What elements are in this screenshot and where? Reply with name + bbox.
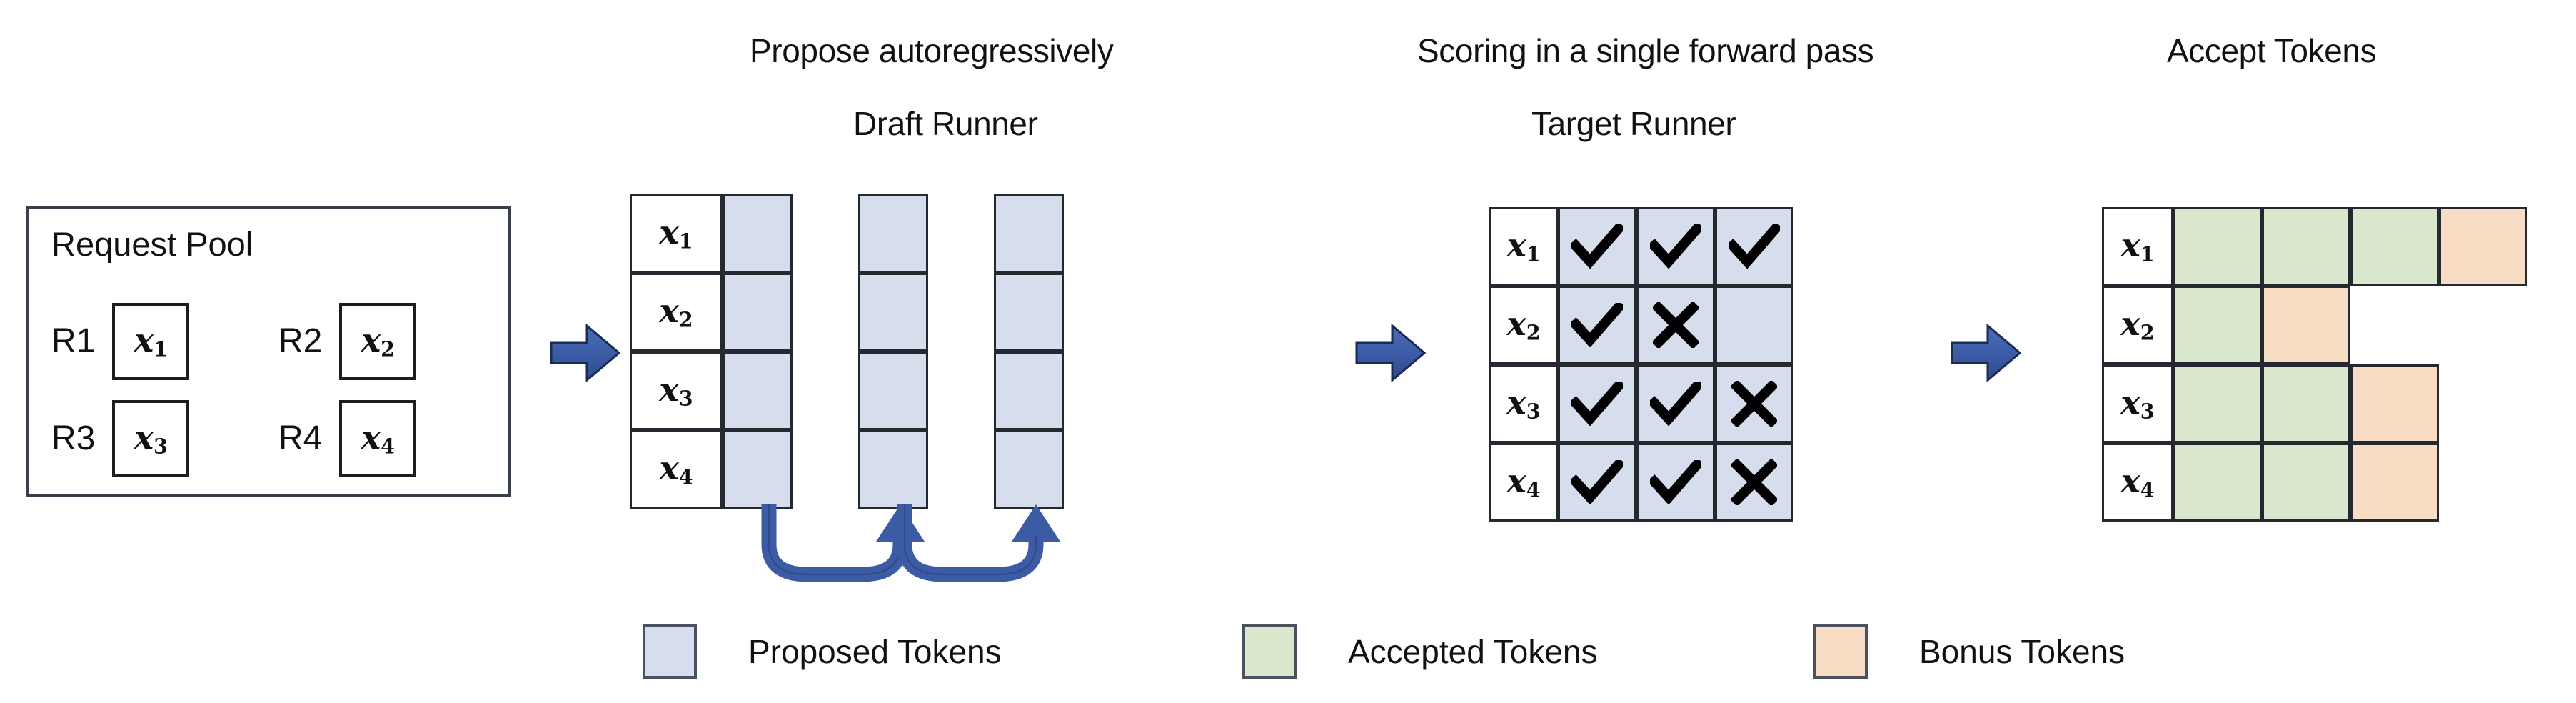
- request-label-r1: R1: [51, 322, 96, 360]
- draft-proposed-cell-s2-r1: [858, 194, 928, 273]
- accept-cell-r1-c1: [2173, 207, 2262, 286]
- target-cell-r2-c1: [1558, 286, 1636, 364]
- draft-proposed-cell-s1-r1: [723, 194, 793, 273]
- request-token-box-r4: x4: [339, 400, 417, 477]
- token-x1: x1: [134, 321, 168, 362]
- cross-icon: [1717, 445, 1791, 519]
- draft-proposed-cell-s1-r4: [723, 430, 793, 509]
- draft-row-label-x4: x4: [630, 430, 723, 509]
- request-token-box-r1: x1: [112, 303, 190, 380]
- draft-proposed-cell-s1-r3: [723, 352, 793, 430]
- check-icon: [1639, 209, 1713, 284]
- check-icon: [1639, 367, 1713, 441]
- draft-proposed-cell-s3-r1: [994, 194, 1064, 273]
- draft-proposed-cell-s3-r2: [994, 273, 1064, 352]
- accept-cell-r1-c4-bonus: [2439, 207, 2527, 286]
- accept-cell-r3-c2: [2262, 364, 2350, 443]
- target-cell-r1-c3: [1715, 207, 1793, 286]
- target-cell-r3-c2: [1636, 364, 1715, 443]
- request-label-r3: R3: [51, 419, 96, 457]
- check-icon: [1560, 209, 1634, 284]
- target-cell-r2-c3-empty: [1715, 286, 1793, 364]
- draft-proposed-cell-s1-r2: [723, 273, 793, 352]
- target-cell-r2-c2: [1636, 286, 1715, 364]
- legend-label-accepted: Accepted Tokens: [1348, 633, 1598, 670]
- target-row-label-x2: x2: [1489, 286, 1558, 364]
- accept-row-label-x2: x2: [2102, 286, 2173, 364]
- legend-item-bonus-tokens: Bonus Tokens: [1813, 624, 2125, 679]
- accept-cell-r1-c2: [2262, 207, 2350, 286]
- accept-row-label-x1: x1: [2102, 207, 2173, 286]
- request-item-r4: R4 x4: [278, 400, 417, 477]
- request-token-box-r2: x2: [339, 303, 417, 380]
- accept-cell-r4-c1: [2173, 443, 2262, 522]
- request-pool-title: Request Pool: [51, 225, 253, 263]
- accept-row-label-x3: x3: [2102, 364, 2173, 443]
- flow-arrow-icon-1: [550, 323, 621, 383]
- target-row-label-x3: x3: [1489, 364, 1558, 443]
- target-cell-r4-c1: [1558, 443, 1636, 522]
- target-cell-r3-c3: [1715, 364, 1793, 443]
- request-label-r2: R2: [278, 322, 323, 360]
- target-row-label-x1: x1: [1489, 207, 1558, 286]
- token-x2: x2: [361, 321, 395, 362]
- request-token-box-r3: x3: [112, 400, 190, 477]
- draft-row-label-x3: x3: [630, 352, 723, 430]
- legend-swatch-accepted: [1242, 624, 1297, 679]
- legend-item-accepted-tokens: Accepted Tokens: [1242, 624, 1598, 679]
- heading-accept-tokens: Accept Tokens: [2167, 32, 2377, 69]
- draft-proposed-cell-s2-r4: [858, 430, 928, 509]
- cross-icon: [1639, 288, 1713, 362]
- draft-row-label-x2: x2: [630, 273, 723, 352]
- legend-label-bonus: Bonus Tokens: [1919, 633, 2125, 670]
- target-cell-r4-c2: [1636, 443, 1715, 522]
- target-cell-r3-c1: [1558, 364, 1636, 443]
- check-icon: [1560, 288, 1634, 362]
- request-item-r1: R1 x1: [51, 303, 190, 380]
- draft-proposed-cell-s3-r4: [994, 430, 1064, 509]
- accept-cell-r4-c3-bonus: [2350, 443, 2439, 522]
- autoregressive-loop-arrow-icon-2: [889, 500, 1067, 597]
- draft-proposed-cell-s3-r3: [994, 352, 1064, 430]
- request-label-r4: R4: [278, 419, 323, 457]
- accept-cell-r1-c3: [2350, 207, 2439, 286]
- accept-cell-r2-c1: [2173, 286, 2262, 364]
- target-cell-r1-c1: [1558, 207, 1636, 286]
- request-item-r2: R2 x2: [278, 303, 417, 380]
- draft-proposed-cell-s2-r3: [858, 352, 928, 430]
- flow-arrow-icon-3: [1951, 323, 2022, 383]
- check-icon: [1717, 209, 1791, 284]
- check-icon: [1560, 445, 1634, 519]
- request-item-r3: R3 x3: [51, 400, 190, 477]
- draft-row-label-x1: x1: [630, 194, 723, 273]
- heading-scoring-single-forward-pass: Scoring in a single forward pass: [1417, 32, 1874, 69]
- accept-cell-r4-c2: [2262, 443, 2350, 522]
- check-icon: [1560, 367, 1634, 441]
- draft-proposed-cell-s2-r2: [858, 273, 928, 352]
- legend: Proposed Tokens Accepted Tokens Bonus To…: [643, 616, 2142, 696]
- target-row-label-x4: x4: [1489, 443, 1558, 522]
- legend-swatch-bonus: [1813, 624, 1868, 679]
- check-icon: [1639, 445, 1713, 519]
- accept-row-label-x4: x4: [2102, 443, 2173, 522]
- accept-cell-r3-c3-bonus: [2350, 364, 2439, 443]
- heading-propose-autoregressively: Propose autoregressively: [750, 32, 1114, 69]
- accept-cell-r3-c1: [2173, 364, 2262, 443]
- accept-cell-r2-c2-bonus: [2262, 286, 2350, 364]
- target-cell-r1-c2: [1636, 207, 1715, 286]
- legend-label-proposed: Proposed Tokens: [748, 633, 1002, 670]
- heading-draft-runner: Draft Runner: [853, 105, 1038, 142]
- flow-arrow-icon-2: [1355, 323, 1427, 383]
- legend-swatch-proposed: [643, 624, 697, 679]
- target-cell-r4-c3: [1715, 443, 1793, 522]
- legend-item-proposed-tokens: Proposed Tokens: [643, 624, 1002, 679]
- request-pool-panel: Request Pool R1 x1 R2 x2 R3 x3 R4 x4: [26, 206, 511, 497]
- heading-target-runner: Target Runner: [1531, 105, 1736, 142]
- cross-icon: [1717, 367, 1791, 441]
- token-x4: x4: [361, 418, 395, 459]
- token-x3: x3: [134, 418, 168, 459]
